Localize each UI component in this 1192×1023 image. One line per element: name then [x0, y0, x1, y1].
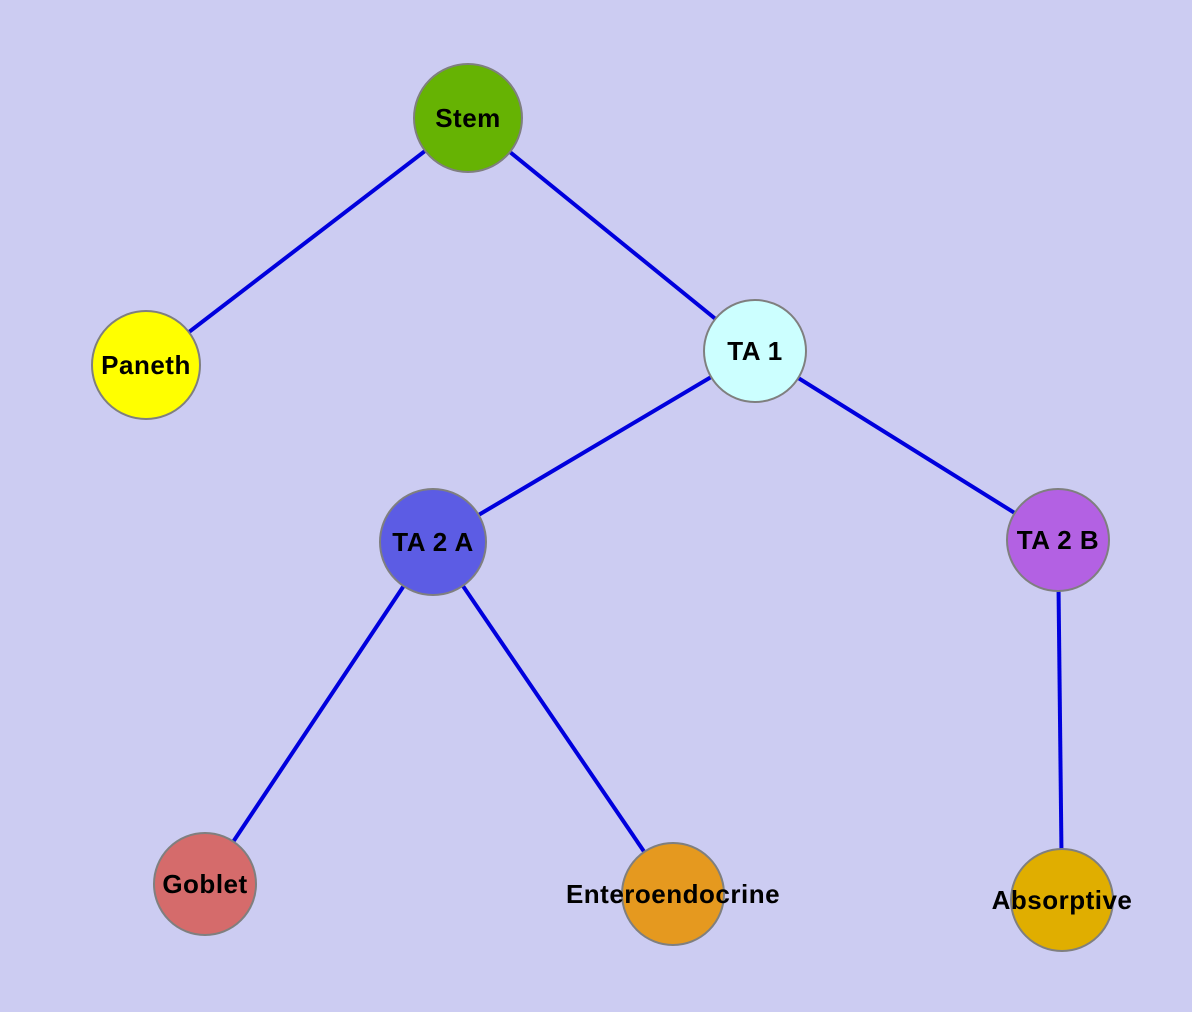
node-label: TA 2 B	[1016, 524, 1100, 555]
edge-stem-to-ta-1	[466, 116, 757, 353]
edge-stem-to-paneth	[144, 116, 470, 367]
node-absorptive[interactable]: Absorptive	[992, 848, 1132, 952]
node-label: Goblet	[162, 868, 248, 899]
edge-ta-2-a-to-goblet	[203, 540, 435, 886]
node-enteroendocrine[interactable]: Enteroendocrine	[566, 842, 780, 946]
node-ta-2-b[interactable]: TA 2 B	[1006, 488, 1110, 592]
node-label: Absorptive	[991, 884, 1133, 915]
node-label: Enteroendocrine	[565, 878, 781, 909]
node-stem[interactable]: Stem	[413, 63, 523, 173]
node-label: TA 2 A	[392, 526, 474, 557]
node-ta-2-a[interactable]: TA 2 A	[379, 488, 487, 596]
edge-ta-2-b-to-absorptive	[1056, 539, 1064, 901]
node-label: Paneth	[101, 349, 191, 380]
edge-ta-1-to-ta-2-b	[753, 349, 1060, 542]
node-goblet[interactable]: Goblet	[153, 832, 257, 936]
node-ta-1[interactable]: TA 1	[703, 299, 807, 403]
edge-ta-1-to-ta-2-a	[431, 349, 757, 544]
edge-ta-2-a-to-enteroendocrine	[431, 540, 675, 896]
node-paneth[interactable]: Paneth	[91, 310, 201, 420]
node-label: TA 1	[727, 335, 783, 366]
node-label: Stem	[435, 102, 501, 133]
